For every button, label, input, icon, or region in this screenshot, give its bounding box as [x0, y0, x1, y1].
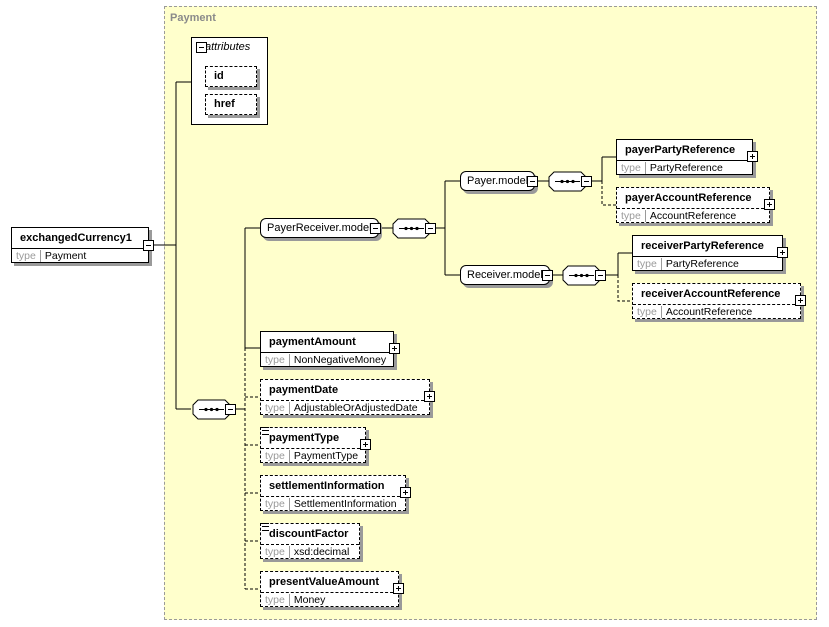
attribute-id[interactable]: id	[205, 66, 257, 87]
collapse-sequence-icon[interactable]	[225, 404, 236, 415]
expand-icon[interactable]	[747, 151, 758, 162]
group-payer-receiver-model[interactable]: PayerReceiver.model	[260, 218, 379, 238]
element-type: Payment	[44, 250, 87, 262]
group-receiver-model[interactable]: Receiver.model	[460, 265, 550, 285]
element-name: exchangedCurrency1	[20, 232, 132, 244]
expand-icon[interactable]	[389, 343, 400, 354]
sequence-compositors	[192, 171, 601, 420]
expand-icon[interactable]	[400, 487, 411, 498]
collapse-icon[interactable]	[143, 240, 154, 251]
panel-title: Payment	[170, 12, 216, 24]
documentation-icon	[262, 523, 269, 531]
expand-icon[interactable]	[777, 247, 788, 258]
collapse-group-icon[interactable]	[542, 270, 553, 281]
attributes-header: attributes	[205, 41, 251, 53]
collapse-sequence-icon[interactable]	[595, 270, 606, 281]
expand-icon[interactable]	[393, 583, 404, 594]
documentation-icon	[262, 427, 269, 435]
collapse-group-icon[interactable]	[370, 223, 381, 234]
group-payer-model[interactable]: Payer.model	[460, 171, 536, 191]
collapse-group-icon[interactable]	[527, 176, 538, 187]
attribute-href[interactable]: href	[205, 94, 257, 115]
collapse-attributes-icon[interactable]	[196, 42, 207, 53]
expand-icon[interactable]	[360, 439, 371, 450]
collapse-sequence-icon[interactable]	[425, 223, 436, 234]
expand-icon[interactable]	[795, 295, 806, 306]
expand-icon[interactable]	[424, 391, 435, 402]
collapse-sequence-icon[interactable]	[581, 176, 592, 187]
expand-icon[interactable]	[764, 199, 775, 210]
